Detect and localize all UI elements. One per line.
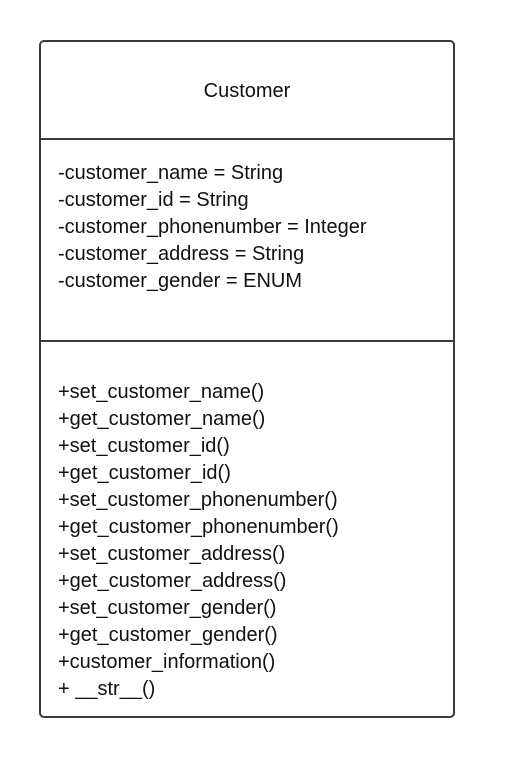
attribute: -customer_phonenumber = Integer bbox=[58, 216, 367, 238]
method: +set_customer_name() bbox=[58, 381, 265, 403]
method: +set_customer_gender() bbox=[58, 597, 277, 619]
method: +set_customer_address() bbox=[58, 543, 286, 565]
attribute: -customer_name = String bbox=[58, 162, 284, 184]
method: + __str__() bbox=[58, 678, 156, 700]
method: +customer_information() bbox=[58, 651, 276, 673]
method: +set_customer_id() bbox=[58, 435, 230, 457]
uml-class-box: Customer -customer_name = String -custom… bbox=[39, 40, 455, 718]
method-list: +set_customer_name() +get_customer_name(… bbox=[58, 379, 339, 703]
attributes-compartment: -customer_name = String -customer_id = S… bbox=[41, 140, 453, 342]
class-name: Customer bbox=[203, 80, 291, 102]
method: +get_customer_id() bbox=[58, 462, 231, 484]
method: +get_customer_name() bbox=[58, 408, 266, 430]
attribute: -customer_address = String bbox=[58, 243, 305, 265]
methods-compartment: +set_customer_name() +get_customer_name(… bbox=[41, 342, 453, 716]
method: +set_customer_phonenumber() bbox=[58, 489, 338, 511]
attribute: -customer_gender = ENUM bbox=[58, 270, 302, 292]
attribute: -customer_id = String bbox=[58, 189, 249, 211]
method: +get_customer_phonenumber() bbox=[58, 516, 339, 538]
method: +get_customer_gender() bbox=[58, 624, 278, 646]
class-name-compartment: Customer bbox=[41, 42, 453, 140]
method: +get_customer_address() bbox=[58, 570, 287, 592]
attribute-list: -customer_name = String -customer_id = S… bbox=[58, 160, 367, 295]
